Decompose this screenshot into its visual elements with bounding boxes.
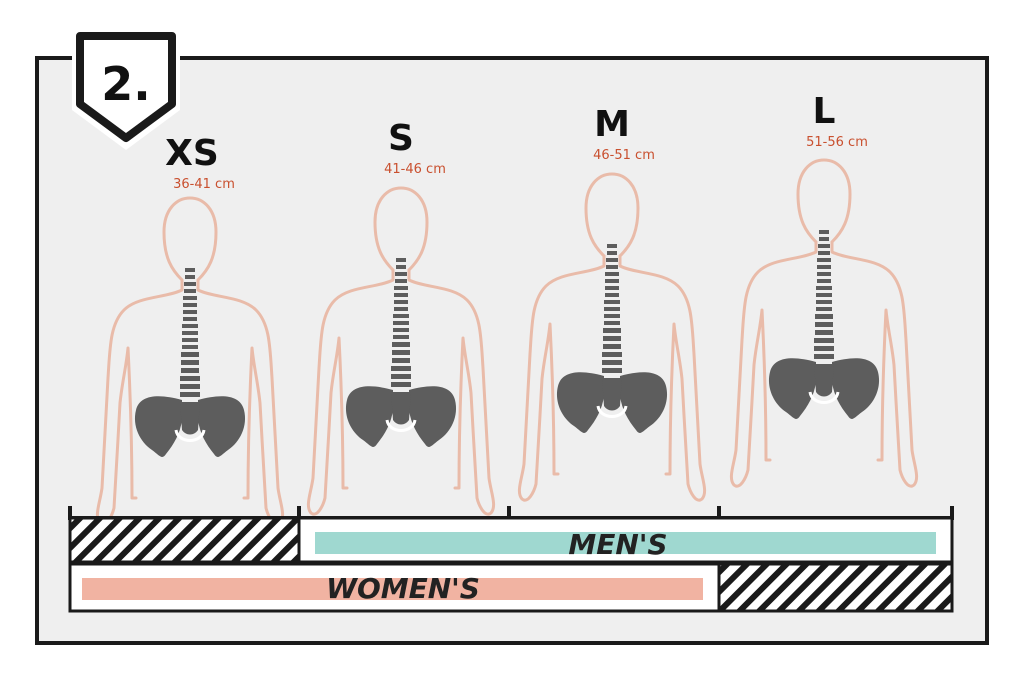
size-label-xs: XS <box>165 133 219 174</box>
size-range-m: 46-51 cm <box>593 148 655 163</box>
womens-band <box>82 578 703 600</box>
size-range-l: 51-56 cm <box>806 135 868 150</box>
size-label-s: S <box>388 118 414 159</box>
mens-band <box>315 532 936 554</box>
step-label: 2. <box>101 57 150 111</box>
size-range-s: 41-46 cm <box>384 162 446 177</box>
step-badge: 2. <box>72 28 180 150</box>
hatch-xs-mens <box>68 516 301 564</box>
size-label-l: L <box>813 91 836 132</box>
size-range-xs: 36-41 cm <box>173 177 235 192</box>
size-label-m: M <box>594 104 630 145</box>
womens-label: WOMEN'S <box>326 572 480 605</box>
hatch-l-womens <box>717 562 954 613</box>
mens-label: MEN'S <box>568 528 667 561</box>
